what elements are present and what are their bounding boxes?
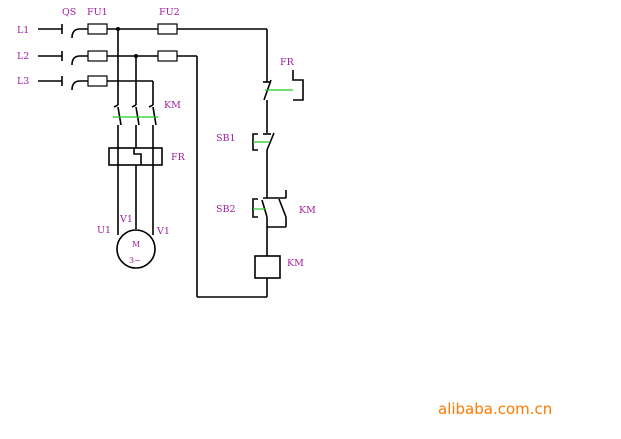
control-circuit (177, 28, 268, 298)
qs-isolator-switch (71, 28, 88, 91)
label-fr-ctrl: FR (280, 57, 295, 68)
fr-nc-contact (263, 70, 304, 133)
label-v1-right: V1 (156, 226, 170, 237)
phase-line-l1 (38, 24, 63, 34)
label-fu2: FU2 (159, 7, 180, 18)
motor-phase-label: 3~ (129, 256, 141, 265)
label-v1-left: V1 (119, 214, 133, 225)
label-fu1: FU1 (87, 7, 108, 18)
phase-line-l2 (38, 51, 63, 61)
motor-label: M (132, 240, 140, 249)
km-main-contacts (113, 104, 158, 148)
km-coil (254, 255, 281, 279)
watermark-text: alibaba.com.cn (438, 400, 552, 418)
label-l1: L1 (17, 25, 29, 36)
label-km-main: KM (164, 100, 181, 111)
motor-m: M 3~ (116, 229, 156, 269)
fr-thermal-relay (108, 147, 163, 166)
phase-line-l3 (38, 76, 63, 86)
label-sb2: SB2 (216, 204, 236, 215)
label-l2: L2 (17, 51, 29, 62)
label-km-coil: KM (287, 258, 304, 269)
motor-feed-wires (117, 165, 154, 235)
sb2-start-button (252, 190, 287, 256)
fuse-fu2-group (157, 23, 178, 62)
label-km-aux: KM (299, 205, 316, 216)
fuse-fu1-group (87, 23, 108, 87)
label-sb1: SB1 (216, 133, 236, 144)
sb1-stop-button (252, 132, 275, 190)
label-l3: L3 (17, 76, 29, 87)
main-circuit-conductors (116, 27, 154, 105)
label-u1: U1 (97, 225, 111, 236)
label-fr-main: FR (171, 152, 186, 163)
label-qs: QS (62, 7, 76, 18)
